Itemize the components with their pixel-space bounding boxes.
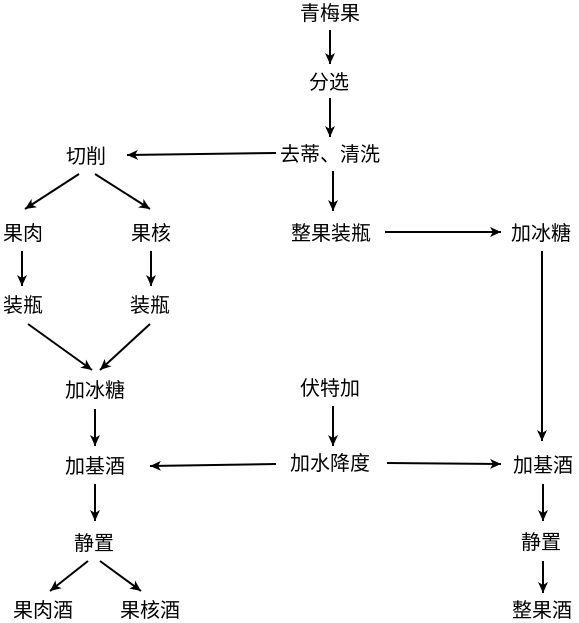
node-dilute: 加水降度 bbox=[290, 451, 370, 475]
arrow-flesh-bottling-to-add-sugar bbox=[27, 323, 93, 371]
arrow-rest-to-pit-wine bbox=[99, 560, 142, 592]
arrow-pit-bottling-to-add-sugar bbox=[99, 323, 151, 371]
arrow-rest-to-flesh-wine bbox=[49, 560, 89, 592]
node-pit-wine: 果核酒 bbox=[120, 598, 180, 622]
node-flesh: 果肉 bbox=[3, 221, 43, 245]
arrow-dilute-to-add-base-left bbox=[149, 460, 277, 471]
node-vodka: 伏特加 bbox=[300, 376, 360, 400]
node-pit-bottling: 装瓶 bbox=[130, 293, 170, 317]
node-add-base-right: 加基酒 bbox=[513, 453, 573, 477]
node-rest-right: 静置 bbox=[521, 530, 561, 554]
node-pit: 果核 bbox=[131, 221, 171, 245]
node-flesh-wine: 果肉酒 bbox=[13, 598, 73, 622]
node-cutting: 切削 bbox=[66, 144, 106, 168]
arrow-cutting-to-pit bbox=[94, 173, 151, 210]
node-add-base-left: 加基酒 bbox=[65, 454, 125, 478]
arrow-cutting-to-flesh bbox=[24, 173, 80, 210]
node-destem-wash: 去蒂、清洗 bbox=[280, 142, 380, 166]
node-flesh-bottling: 装瓶 bbox=[3, 293, 43, 317]
node-add-sugar-right: 加冰糖 bbox=[511, 221, 571, 245]
node-rest-left: 静置 bbox=[74, 531, 114, 555]
node-add-sugar-left: 加冰糖 bbox=[65, 378, 125, 402]
arrow-destem-wash-to-cutting bbox=[126, 149, 277, 160]
arrow-dilute-to-add-base-right bbox=[386, 458, 502, 469]
node-whole-wine: 整果酒 bbox=[512, 598, 572, 622]
node-raw-fruit: 青梅果 bbox=[300, 1, 360, 25]
node-sorting: 分选 bbox=[309, 70, 349, 94]
node-whole-bottling: 整果装瓶 bbox=[291, 221, 371, 245]
